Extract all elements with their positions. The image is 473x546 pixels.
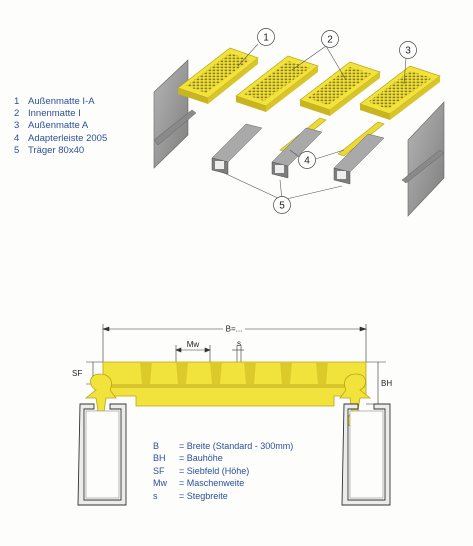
beam-left [77,403,127,506]
exploded-view [153,47,445,217]
right-wall-bracket [401,149,445,184]
svg-text:2: 2 [327,35,333,46]
svg-text:3: 3 [405,46,411,57]
mat-outer-ia [177,47,259,104]
callout-4: 4 [298,151,316,169]
dim-label-height: BH [381,379,392,388]
legend-row: Mw= Maschenweite [153,478,245,489]
cross-section: B=... Mw s SF BH [72,324,392,506]
callout-3: 3 [399,41,417,59]
svg-text:4: 4 [304,156,310,167]
svg-text:5: 5 [279,201,285,212]
legend-row: B= Breite (Standard - 300mm) [153,441,294,451]
beam-right [341,403,391,506]
callout-1: 1 [257,28,275,46]
adapter-strip-2 [337,121,385,157]
callout-2: 2 [321,30,339,48]
support-beam-1 [211,123,263,175]
svg-text:1: 1 [263,33,269,44]
legend-row: SF= Siebfeld (Höhe) [153,465,250,476]
left-wall-bracket [153,109,197,146]
right-wall-plate [407,101,445,217]
dim-label-mesh: Mw [187,340,200,349]
legend-row: s= Stegbreite [153,490,228,501]
support-beam-2 [271,127,323,179]
callout-5: 5 [273,196,291,214]
dim-label-web: s [237,339,241,348]
legend-row: BH= Bauhöhe [153,453,223,464]
dimension-mw [175,345,211,362]
dim-label-width: B=... [226,325,243,334]
left-wall-plate [153,59,189,169]
abbreviation-legend: B= Breite (Standard - 300mm) BH= Bauhöhe… [153,440,293,502]
mat-inner-1 [235,55,319,112]
callouts: 1 2 3 4 5 [257,28,417,214]
grating-profile [84,361,372,431]
mat-inner-2 [299,61,381,116]
support-beam-3 [333,133,385,185]
dim-label-sieve: SF [72,369,82,378]
mat-outer-a [359,65,441,120]
dimension-s [232,345,244,362]
